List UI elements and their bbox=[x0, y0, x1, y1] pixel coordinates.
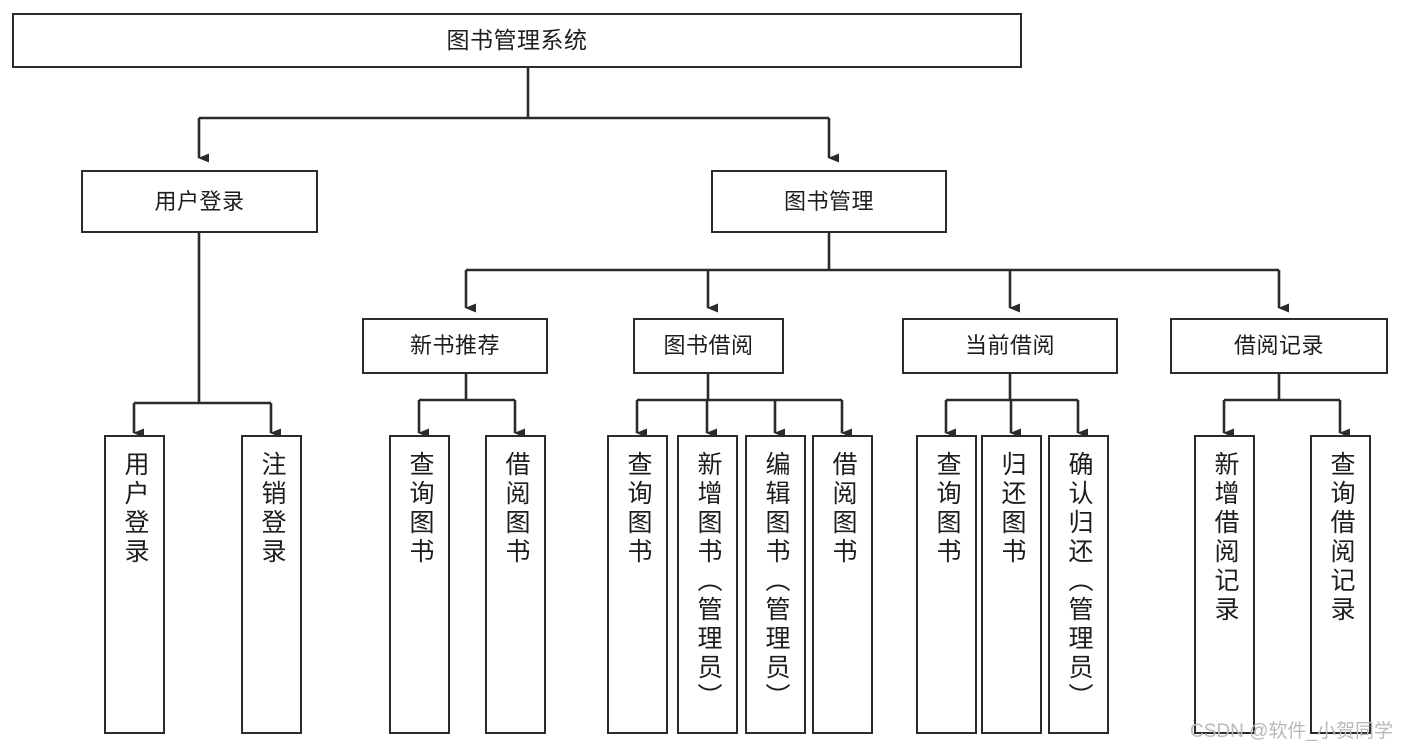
node-label: 借阅图书 bbox=[502, 451, 530, 567]
leaf-user-logout[interactable]: 注销登录 bbox=[241, 435, 302, 734]
leaf-record-add-borrow-record[interactable]: 新增借阅记录 bbox=[1194, 435, 1255, 734]
leaf-current-query-book[interactable]: 查询图书 bbox=[916, 435, 977, 734]
node-label: 查询借阅记录 bbox=[1327, 451, 1355, 625]
leaf-recommend-query-book[interactable]: 查询图书 bbox=[389, 435, 450, 734]
leaf-borrow-edit-book-admin[interactable]: 编辑图书（管理员） bbox=[745, 435, 806, 734]
node-label: 图书管理系统 bbox=[446, 27, 588, 54]
node-label: 借阅记录 bbox=[1233, 333, 1324, 359]
node-label: 编辑图书（管理员） bbox=[762, 451, 790, 712]
node-label: 图书管理 bbox=[783, 188, 874, 214]
node-current-borrow[interactable]: 当前借阅 bbox=[902, 318, 1118, 374]
leaf-recommend-borrow-book[interactable]: 借阅图书 bbox=[485, 435, 546, 734]
node-user-login[interactable]: 用户登录 bbox=[81, 170, 318, 233]
node-new-book-recommend[interactable]: 新书推荐 bbox=[362, 318, 548, 374]
node-label: 查询图书 bbox=[624, 451, 652, 567]
leaf-current-confirm-return-admin[interactable]: 确认归还（管理员） bbox=[1048, 435, 1109, 734]
node-book-borrow[interactable]: 图书借阅 bbox=[633, 318, 784, 374]
node-label: 归还图书 bbox=[998, 451, 1026, 567]
node-label: 借阅图书 bbox=[829, 451, 857, 567]
node-label: 当前借阅 bbox=[964, 333, 1055, 359]
node-label: 新书推荐 bbox=[409, 333, 500, 359]
node-label: 确认归还（管理员） bbox=[1065, 451, 1093, 712]
node-label: 图书借阅 bbox=[663, 333, 754, 359]
node-label: 注销登录 bbox=[258, 451, 286, 567]
node-label: 新增借阅记录 bbox=[1211, 451, 1239, 625]
leaf-borrow-query-book[interactable]: 查询图书 bbox=[607, 435, 668, 734]
node-label: 查询图书 bbox=[406, 451, 434, 567]
node-root-system[interactable]: 图书管理系统 bbox=[12, 13, 1022, 68]
leaf-user-login[interactable]: 用户登录 bbox=[104, 435, 165, 734]
node-book-management[interactable]: 图书管理 bbox=[711, 170, 947, 233]
leaf-current-return-book[interactable]: 归还图书 bbox=[981, 435, 1042, 734]
leaf-record-query-borrow-record[interactable]: 查询借阅记录 bbox=[1310, 435, 1371, 734]
leaf-borrow-add-book-admin[interactable]: 新增图书（管理员） bbox=[677, 435, 738, 734]
node-label: 用户登录 bbox=[154, 188, 245, 214]
node-label: 查询图书 bbox=[933, 451, 961, 567]
node-borrow-record[interactable]: 借阅记录 bbox=[1170, 318, 1388, 374]
node-label: 新增图书（管理员） bbox=[694, 451, 722, 712]
leaf-borrow-borrow-book[interactable]: 借阅图书 bbox=[812, 435, 873, 734]
node-label: 用户登录 bbox=[121, 451, 149, 567]
